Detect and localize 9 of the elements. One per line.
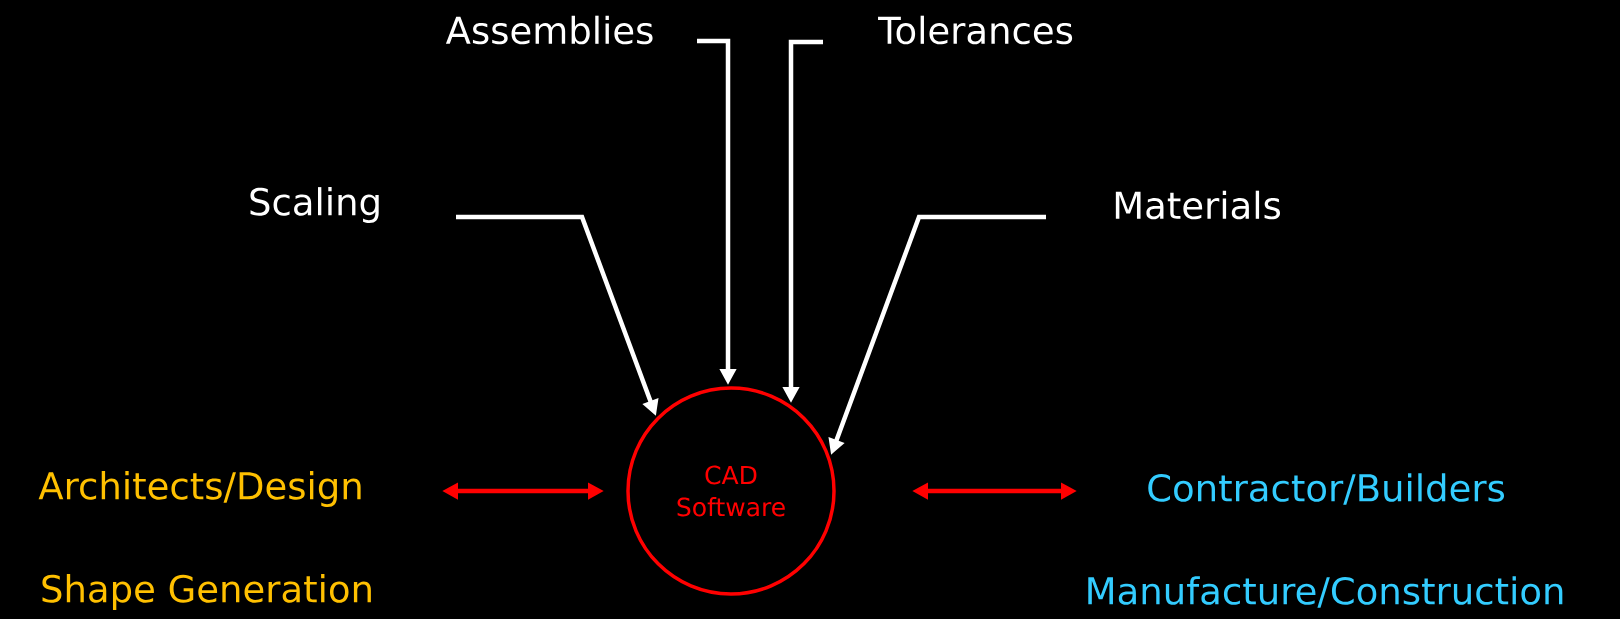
node-label: Scaling	[250, 187, 379, 223]
side-label: Manufacture/Construction	[1088, 576, 1563, 608]
node-label: Tolerances	[878, 15, 1073, 45]
node-label: Contractor/Builders	[1148, 473, 1505, 505]
node-label: Assemblies	[445, 15, 653, 45]
side-label: Shape Generation	[42, 574, 371, 610]
node-label: Architects/Design	[38, 471, 361, 507]
node-label: Materials	[1115, 190, 1280, 220]
circle-node: CAD Software	[626, 386, 836, 596]
